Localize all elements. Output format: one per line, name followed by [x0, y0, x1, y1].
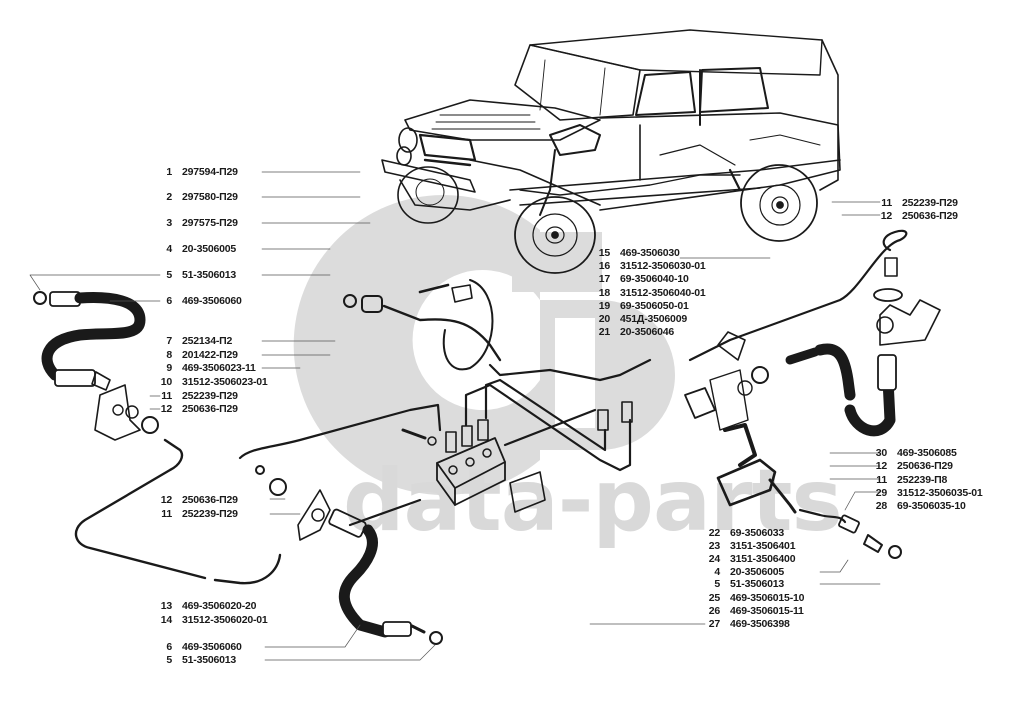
clamp-assembly [343, 279, 502, 371]
right-front-hose-assembly [688, 229, 941, 437]
rear-right-wheel [740, 164, 818, 242]
front-right-wheel [514, 196, 596, 274]
left-rear-hose-assembly [328, 508, 443, 645]
vehicle-illustration [381, 29, 841, 274]
front-left-wheel [397, 166, 459, 224]
leader-lines [29, 171, 881, 661]
pressure-regulator-assembly [684, 369, 902, 559]
watermark-text: data-parts [343, 451, 843, 551]
brake-distributor-block [238, 358, 652, 541]
